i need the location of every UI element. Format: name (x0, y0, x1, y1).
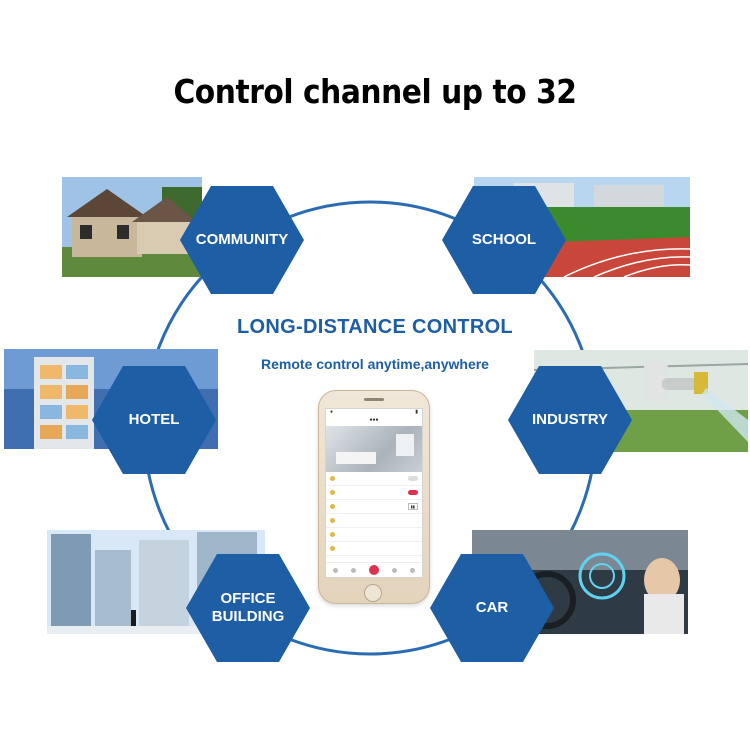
center-subtitle: Remote control anytime,anywhere (261, 356, 489, 372)
device-row (326, 472, 422, 486)
hex-office-building: OFFICE BUILDING (186, 554, 310, 662)
hex-label: SCHOOL (471, 231, 537, 248)
home-tab-icon (332, 567, 338, 573)
status-bar: ●▮ (330, 409, 418, 415)
device-row (326, 514, 422, 528)
microphone-icon (368, 565, 379, 575)
tab-bar (326, 562, 422, 577)
hex-label: HOTEL (128, 411, 180, 428)
curtain-icon (330, 518, 335, 523)
room-picture (326, 426, 422, 472)
speaker-icon (364, 398, 384, 401)
dimmer-icon (330, 532, 335, 537)
hex-community: COMMUNITY (180, 186, 304, 294)
hex-label: INDUSTRY (531, 411, 609, 428)
device-tab-icon (392, 567, 398, 573)
hex-school: SCHOOL (442, 186, 566, 294)
hex-hotel: HOTEL (92, 366, 216, 474)
hex-industry: INDUSTRY (508, 366, 632, 474)
hex-label: CAR (475, 599, 509, 616)
center-title: LONG-DISTANCE CONTROL (237, 316, 513, 338)
app-header: ●●● (369, 417, 379, 423)
smartphone-illustration: ●▮ ●●● ▮▮ (318, 390, 430, 604)
toggle-switch (408, 476, 418, 481)
community-photo (62, 177, 202, 277)
hex-car: CAR (430, 554, 554, 662)
device-row (326, 528, 422, 542)
device-row (326, 486, 422, 500)
app-screen: ●▮ ●●● ▮▮ (325, 408, 423, 578)
home-button-icon (364, 584, 382, 602)
headline: Control channel up to 32 (173, 72, 577, 111)
bulb-icon (330, 490, 335, 495)
profile-tab-icon (410, 567, 416, 573)
toggle-switch (408, 490, 418, 495)
plug-icon (330, 504, 335, 509)
bulb-icon (330, 476, 335, 481)
device-row: ▮▮ (326, 500, 422, 514)
mini-button: ▮▮ (407, 503, 418, 510)
hex-label: COMMUNITY (195, 231, 289, 248)
scene-tab-icon (350, 567, 356, 573)
hex-label: OFFICE BUILDING (211, 590, 285, 625)
gateway-icon (330, 546, 335, 551)
device-row (326, 542, 422, 556)
